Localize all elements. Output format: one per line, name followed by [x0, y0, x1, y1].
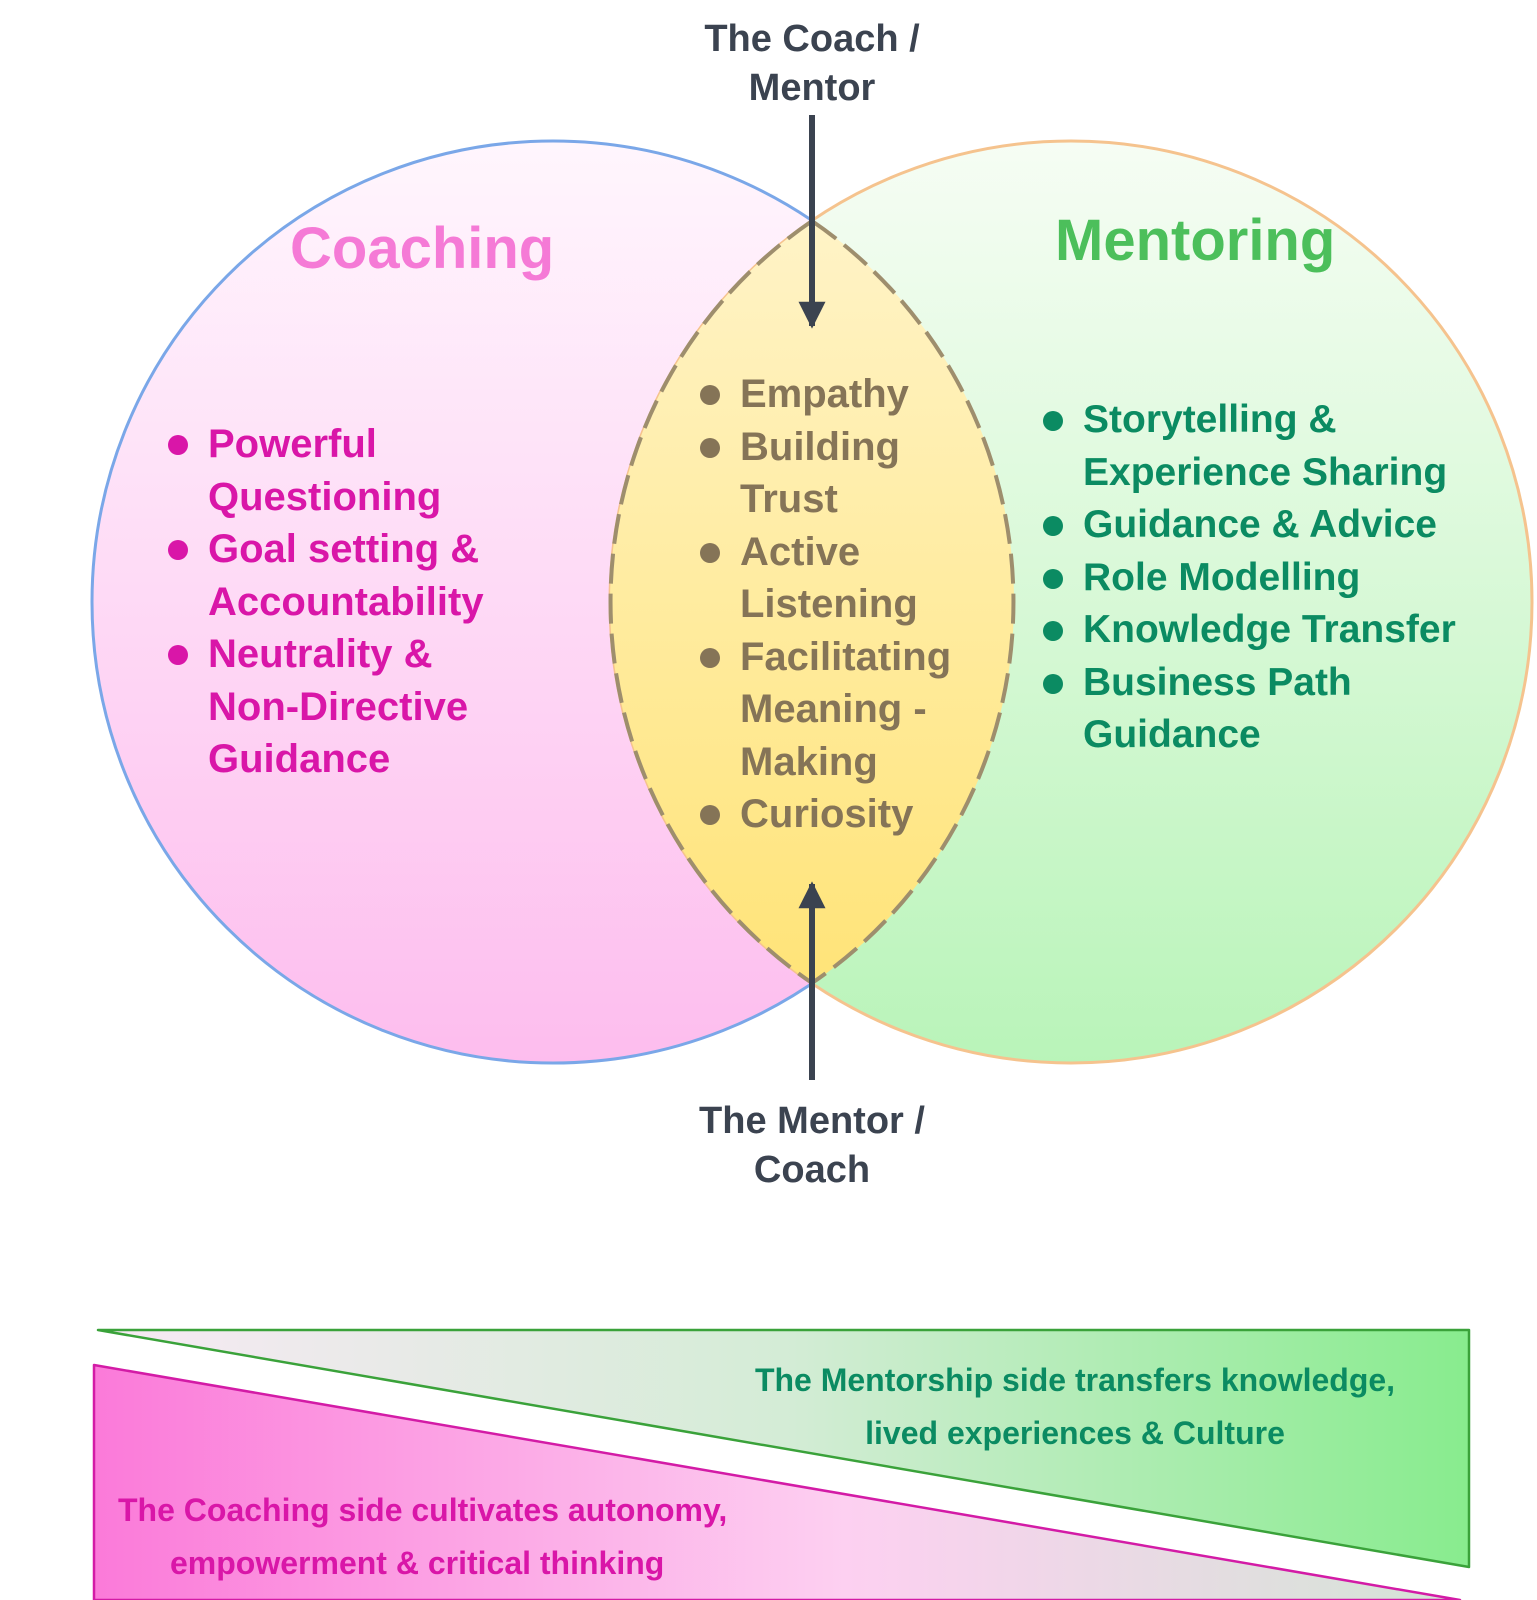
top-arrow-label-line: Mentor [748, 67, 876, 109]
overlap-region [610, 141, 1014, 1063]
list-item: Business Path Guidance [1043, 657, 1523, 762]
top-arrow-label-line: The Coach / [704, 18, 920, 60]
list-item: Goal setting & Accountability [168, 523, 528, 628]
list-item: Powerful Questioning [168, 418, 528, 523]
mentoring-title: Mentoring [1055, 208, 1336, 273]
list-item: Building Trust [700, 421, 1000, 526]
bottom-arrow-label-line: Coach [753, 1149, 871, 1191]
mentorship-band-line: lived experiences & Culture [865, 1415, 1285, 1451]
coaching-list: Powerful Questioning Goal setting & Acco… [168, 418, 528, 786]
overlap-dashed-left [608, 219, 814, 985]
overlap-dashed-right [810, 219, 1016, 985]
coaching-band [92, 1363, 1462, 1600]
mentorship-band [96, 1328, 1471, 1569]
list-item: Empathy [700, 368, 1000, 421]
list-item: Neutrality & Non-Directive Guidance [168, 628, 528, 786]
list-item: Knowledge Transfer [1043, 604, 1523, 657]
overlap-list: Empathy Building Trust Active Listening … [700, 368, 1000, 841]
coaching-title: Coaching [290, 216, 555, 281]
mentoring-list: Storytelling & Experience Sharing Guidan… [1043, 394, 1523, 762]
mentorship-band-line: The Mentorship side transfers knowledge, [754, 1362, 1396, 1398]
list-item: Active Listening [700, 526, 1000, 631]
mentorship-band-text: The Mentorship side transfers knowledge,… [715, 1354, 1435, 1460]
bottom-arrow-label-line: The Mentor / [699, 1100, 925, 1142]
list-item: Facilitating Meaning -Making [700, 631, 1000, 789]
coaching-band-line: The Coaching side cultivates autonomy, [118, 1492, 728, 1528]
bottom-arrow-label: The Mentor / Coach [652, 1097, 972, 1195]
top-arrow-label: The Coach / Mentor [652, 15, 972, 113]
list-item: Storytelling & Experience Sharing [1043, 394, 1523, 499]
list-item: Guidance & Advice [1043, 499, 1523, 552]
list-item: Role Modelling [1043, 552, 1523, 605]
coaching-band-text: The Coaching side cultivates autonomy, e… [118, 1484, 778, 1590]
coaching-band-line: empowerment & critical thinking [170, 1545, 665, 1581]
list-item: Curiosity [700, 788, 1000, 841]
